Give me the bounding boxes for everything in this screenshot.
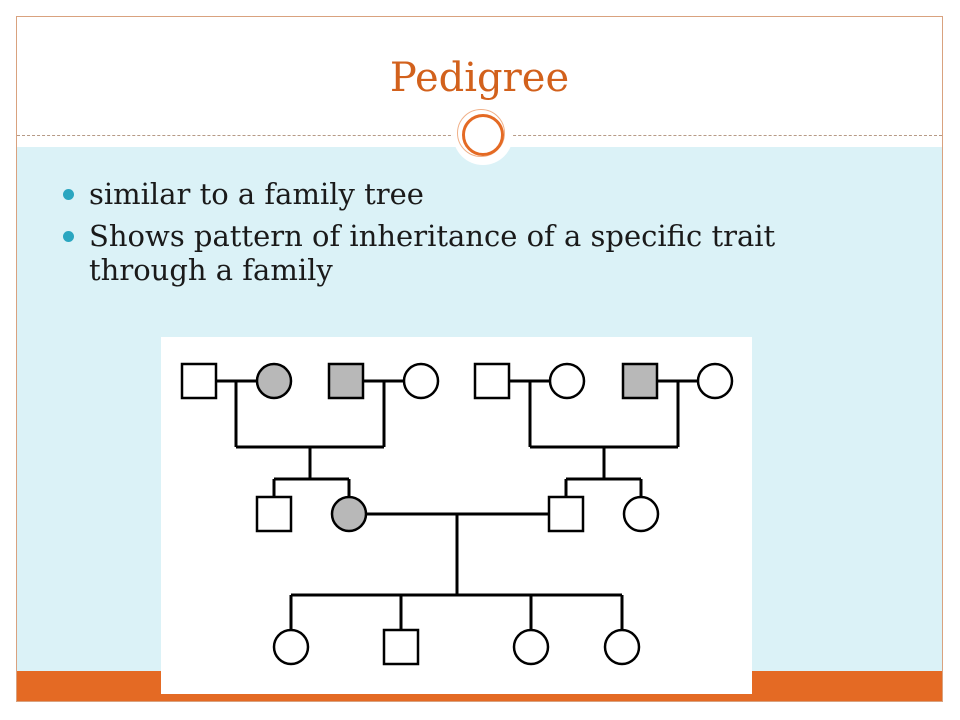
affected-male-square-icon: [327, 362, 365, 400]
female-circle-icon: [548, 362, 586, 400]
affected-female-circle-icon: [255, 362, 293, 400]
male-square-icon: [473, 362, 511, 400]
pedigree-svg: [180, 362, 734, 666]
male-square-icon: [382, 628, 420, 666]
ornament-outer-ring: [457, 109, 505, 157]
male-square-icon: [255, 495, 293, 533]
slide: Pedigree similar to a family tree Shows …: [16, 16, 943, 702]
female-circle-icon: [512, 628, 550, 666]
bullet-dot-icon: [63, 189, 74, 200]
female-circle-icon: [696, 362, 734, 400]
male-square-icon: [547, 495, 585, 533]
male-square-icon: [180, 362, 218, 400]
ornament-inner-ring: [462, 114, 504, 156]
bullet-item-1: similar to a family tree: [63, 177, 883, 211]
bullet-dot-icon: [63, 231, 74, 242]
footer-line: [17, 701, 942, 702]
slide-title: Pedigree: [389, 55, 570, 101]
female-circle-icon: [603, 628, 641, 666]
female-circle-icon: [272, 628, 310, 666]
affected-male-square-icon: [621, 362, 659, 400]
circle-ornament-icon: [453, 105, 513, 165]
female-circle-icon: [622, 495, 660, 533]
female-circle-icon: [402, 362, 440, 400]
affected-female-circle-icon: [330, 495, 368, 533]
bullet-list: similar to a family tree Shows pattern o…: [63, 177, 883, 295]
bullet-text: Shows pattern of inheritance of a specif…: [89, 219, 776, 287]
bullet-text: similar to a family tree: [89, 177, 424, 211]
pedigree-diagram: [161, 337, 752, 694]
bullet-item-2: Shows pattern of inheritance of a specif…: [63, 219, 883, 287]
